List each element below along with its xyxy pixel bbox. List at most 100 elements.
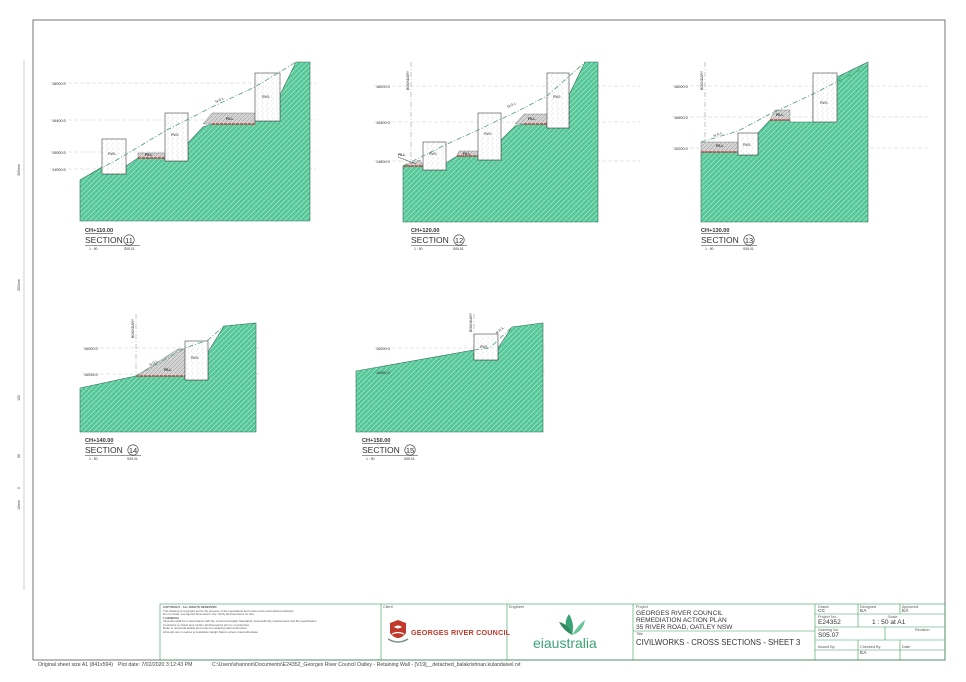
engineer-logo: eiaustralia: [531, 611, 613, 655]
chainage-label: CH+150.00: [362, 438, 390, 444]
ngl-label: N.G.L.: [149, 359, 160, 367]
title-label: Title: [636, 632, 644, 636]
general-notes: COPYRIGHT - ALL RIGHTS RESERVED This dra…: [163, 605, 365, 634]
drawing-title: CIVILWORKS - CROSS SECTIONS - SHEET 3: [636, 638, 801, 647]
level-label: 14000.0: [52, 168, 66, 172]
checked-label: Checked By: [860, 645, 881, 649]
ngl-label: N.G.L.: [495, 325, 505, 335]
wall-label: RW1: [108, 152, 116, 156]
level-label: 14800.0: [376, 160, 390, 164]
section-title: SECTION: [701, 235, 739, 245]
section-15: [355, 314, 545, 433]
boundary-label: BOUNDARY: [700, 70, 704, 90]
margin-scale-label: 200mm: [17, 279, 21, 291]
chainage-label: CH+130.00: [701, 228, 729, 234]
level-label: 16535.0: [84, 373, 98, 377]
section-11: [50, 61, 316, 222]
note-line: 1 GENERAL: [163, 615, 180, 620]
issued-label: Issued By: [818, 645, 835, 649]
margin-scale-label: 50: [17, 454, 21, 458]
chainage-label: CH+110.00: [85, 228, 113, 234]
margin-scale-label: 300mm: [17, 164, 21, 176]
wall-label: RW1: [484, 132, 492, 136]
section-ref: S05.01: [124, 247, 135, 251]
designed-label: Designed: [860, 605, 877, 609]
fill-label: FILL: [398, 153, 406, 157]
fill-label: FILL: [463, 152, 471, 156]
approved-label: Approved: [902, 605, 919, 609]
note-line: Contractor to check and confirm all dime…: [163, 622, 251, 627]
fill-label: FILL: [226, 117, 234, 121]
wall-label: RW1: [429, 152, 437, 156]
section-title: SECTION: [85, 235, 123, 245]
section-11-labels: 18000.0 16400.0 15000.0 14000.0 RW1 RW1 …: [52, 82, 270, 251]
section-number: 14: [129, 446, 137, 455]
note-line: All levels are in metres to Australian H…: [163, 629, 259, 634]
section-12-labels: 18000.0 16400.0 14800.0 BOUNDARY RW1 RW1…: [376, 70, 561, 251]
checked-value: EA: [860, 651, 867, 656]
date-label: Date: [902, 645, 911, 649]
margin-scale-label: 100: [17, 395, 21, 401]
section-ref: S05.01: [404, 457, 415, 461]
boundary-label: BOUNDARY: [469, 312, 473, 332]
margin-scale-label: 0: [17, 487, 21, 489]
level-label: 18000.0: [674, 85, 688, 89]
section-number: 13: [745, 236, 753, 245]
fill-label: FILL: [776, 113, 784, 117]
note-line: This drawing is copyright and is the pro…: [163, 608, 295, 613]
drawing-no-label: Drawing No.: [818, 628, 839, 632]
project-no-value: E24352: [818, 619, 841, 626]
wall-label: RW1: [553, 95, 561, 99]
section-ref: S05.01: [127, 457, 138, 461]
chainage-label: CH+120.00: [411, 228, 439, 234]
section-scale: 1 : 50: [89, 247, 98, 251]
note-line: Refer to structural details and notes fo…: [163, 626, 248, 630]
level-label: 18000.0: [52, 82, 66, 86]
level-label: 15200.0: [674, 147, 688, 151]
section-number: 11: [125, 236, 133, 245]
designed-value: EA: [860, 609, 867, 614]
level-label: 18000.0: [376, 85, 390, 89]
plot-date: Plot date: 7/02/2020 3:12:43 PM: [118, 662, 193, 668]
project-line: GEORGES RIVER COUNCIL: [636, 610, 723, 617]
revision-label: Revision: [915, 628, 930, 632]
council-emblem-icon: [387, 620, 409, 643]
fill-label: FILL: [528, 117, 536, 121]
section-title: SECTION: [362, 445, 400, 455]
project-no-label: Project No.: [818, 615, 837, 619]
chainage-label: CH+140.00: [85, 438, 113, 444]
level-label: 16000.0: [84, 347, 98, 351]
section-title: SECTION: [85, 445, 123, 455]
note-line: Do not scale, use figured dimensions onl…: [163, 612, 255, 616]
fill-label: FILL: [145, 153, 153, 157]
section-ref: S05.01: [743, 247, 754, 251]
wall-label: RW1: [820, 101, 828, 105]
wall-label: RW1: [480, 345, 488, 349]
margin-scale-label: 10mm: [17, 500, 21, 510]
client-logo: GEORGES RIVER COUNCIL: [384, 617, 510, 649]
wall-label: RW1: [262, 95, 270, 99]
section-scale: 1 : 50: [89, 457, 98, 461]
scale-value: 1 : 50 at A1: [872, 619, 906, 626]
ngl-label: N.G.L.: [215, 96, 226, 104]
title-block-grid: [159, 603, 946, 661]
section-14: [79, 314, 260, 433]
level-label: 16850.0: [376, 371, 390, 375]
fill-label: FILL: [716, 144, 724, 148]
margin-scale: 300mm 200mm 100 50 0 10mm: [17, 60, 25, 590]
note-line: COPYRIGHT - ALL RIGHTS RESERVED: [163, 605, 217, 609]
project-line: REMEDIATION ACTION PLAN: [636, 617, 727, 624]
wall-label: RW1: [191, 356, 199, 360]
boundary-label: BOUNDARY: [131, 318, 135, 338]
section-title: SECTION: [411, 235, 449, 245]
level-label: 16600.0: [674, 116, 688, 120]
section-12: [374, 61, 640, 223]
file-path: C:\Users\shannon\Documents\E24352_George…: [212, 662, 521, 668]
section-number: 15: [406, 446, 414, 455]
wall-label: RW1: [743, 143, 751, 147]
note-line: All works shall be in accordance with th…: [163, 619, 318, 623]
section-15-labels: 16000.0 16850.0 BOUNDARY RW1 N.G.L. CH+1…: [362, 312, 505, 461]
section-ref: S05.01: [453, 247, 464, 251]
section-number: 12: [455, 236, 463, 245]
